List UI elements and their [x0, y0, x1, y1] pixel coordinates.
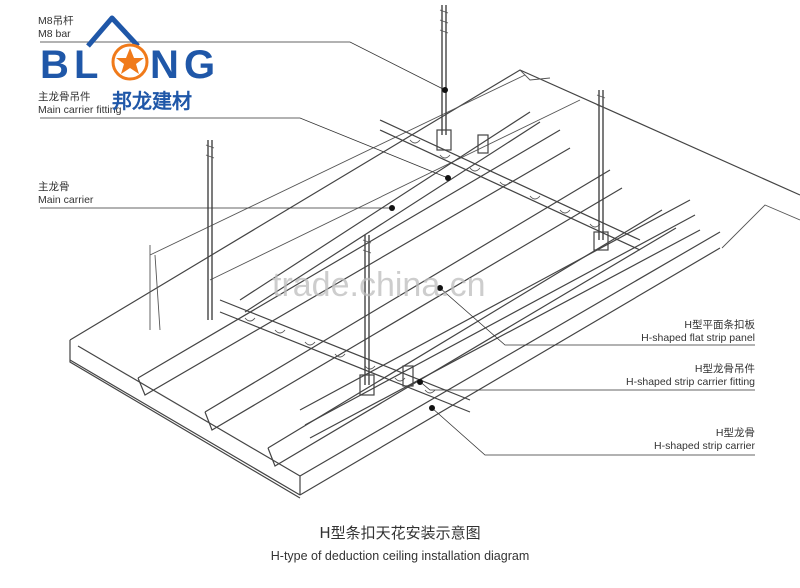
label-strip-fitting-en: H-shaped strip carrier fitting — [626, 376, 755, 388]
h-carrier-clips-right — [409, 139, 601, 228]
rod-4 — [364, 235, 370, 385]
label-panel-cn: H型平面条扣板 — [684, 318, 755, 331]
leaders — [40, 41, 755, 456]
label-strip-carrier-en: H-shaped strip carrier — [654, 440, 755, 452]
logo-letter-n: N — [150, 43, 179, 87]
dot-main-fitting — [445, 175, 451, 181]
h-strip-carriers — [219, 119, 641, 413]
label-m8-bar-cn: M8吊杆 — [38, 14, 74, 27]
dot-panel — [437, 285, 443, 291]
logo-star-icon — [116, 48, 144, 74]
leader-panel — [439, 287, 755, 346]
label-main-carrier-cn: 主龙骨 — [38, 180, 70, 193]
logo-letter-l: L — [74, 43, 98, 87]
hanger-rods — [205, 5, 609, 396]
fitting-main-2 — [593, 231, 609, 251]
logo-chinese: 邦龙建材 — [112, 89, 192, 113]
fitting-strip-2 — [402, 365, 414, 387]
label-main-fitting-cn: 主龙骨吊件 — [38, 90, 91, 103]
label-m8-bar-en: M8 bar — [38, 28, 71, 40]
main-carrier-upper — [239, 111, 541, 313]
label-strip-fitting-cn: H型龙骨吊件 — [695, 362, 755, 375]
logo-letter-g: G — [184, 43, 215, 87]
watermark: trade.china.cn — [272, 266, 486, 304]
labels: M8吊杆 M8 bar 主龙骨吊件 Main carrier fitting 主… — [38, 14, 756, 452]
logo-house-icon — [86, 15, 140, 48]
main-carriers — [239, 111, 701, 439]
h-carrier-right — [379, 119, 641, 251]
label-panel-en: H-shaped flat strip panel — [641, 332, 755, 344]
label-strip-carrier-cn: H型龙骨 — [716, 426, 755, 439]
caption-cn: H型条扣天花安装示意图 — [319, 524, 480, 542]
leader-main-fitting — [40, 117, 449, 179]
rod-1 — [441, 5, 447, 135]
h-carrier-left — [219, 299, 471, 413]
leader-strip-carrier — [431, 407, 755, 456]
logo: B L O N G 邦龙建材 — [40, 15, 215, 113]
logo-circle-icon — [111, 43, 149, 81]
leader-m8-bar — [40, 41, 446, 91]
logo-letter-o: O — [108, 77, 109, 79]
strip-panels — [69, 69, 800, 499]
panel-ridge-5 — [299, 231, 721, 496]
dot-strip-fitting — [417, 379, 423, 385]
dot-strip-carrier — [429, 405, 435, 411]
panel-ridge-1 — [69, 345, 301, 496]
h-carrier-clips-left — [244, 317, 436, 394]
panel-strip-lines — [149, 74, 581, 331]
panel-ridge-3 — [204, 169, 623, 431]
rod-3 — [598, 90, 604, 240]
label-main-fitting-en: Main carrier fitting — [38, 104, 122, 116]
rod-2 — [207, 140, 213, 320]
label-main-carrier-en: Main carrier — [38, 194, 94, 206]
dot-main-carrier — [389, 205, 395, 211]
fitting-main-1 — [436, 129, 452, 151]
panel-edge-back — [519, 69, 800, 249]
panel-ridge-2 — [137, 129, 571, 396]
dot-m8-bar — [442, 87, 448, 93]
rod-threads — [205, 9, 606, 254]
fitting-strip-3 — [477, 134, 489, 154]
panel-edge-left — [69, 340, 301, 499]
caption-en: H-type of deduction ceiling installation… — [271, 549, 529, 563]
fitting-strip-1 — [359, 374, 375, 396]
logo-letter-b: B — [40, 43, 69, 87]
